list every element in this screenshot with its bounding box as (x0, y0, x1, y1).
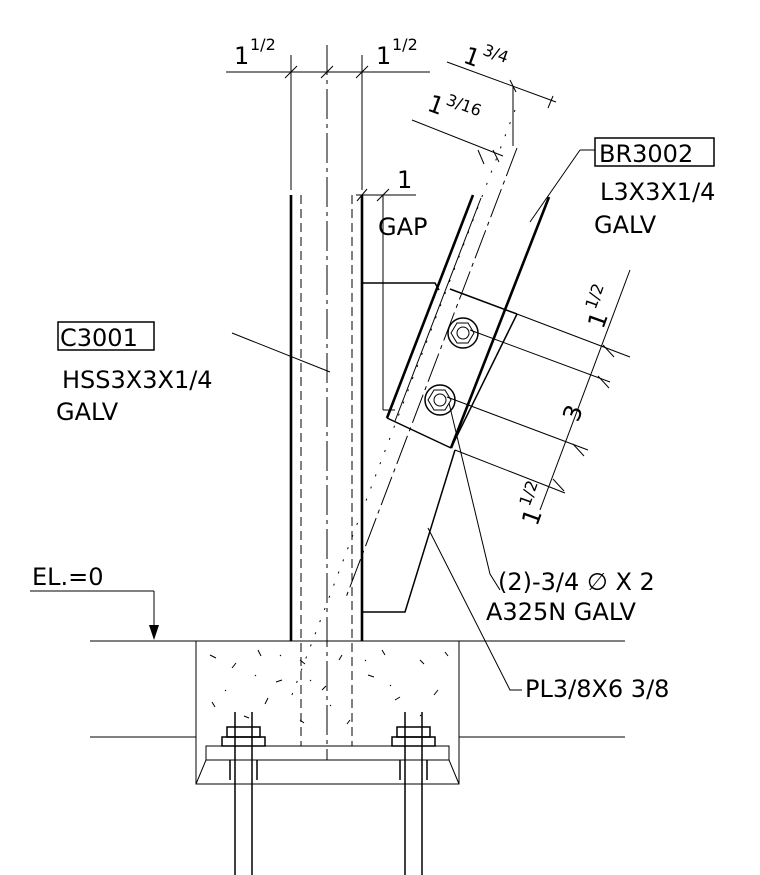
column-finish: GALV (56, 398, 119, 426)
width-right-whole: 1 (376, 42, 391, 70)
dim-gage: 1 3/16 (411, 89, 504, 165)
footing-chamfer-right (448, 759, 460, 785)
angle-toe (449, 196, 551, 449)
brace-callout: BR3002 L3X3X1/4 GALV (529, 137, 715, 239)
gap-value: 1 (397, 166, 412, 194)
angle-leg-inner (394, 197, 482, 422)
angle-end-cut (450, 313, 518, 449)
dim-width-right: 1 1/2 (376, 35, 418, 70)
brace-gage-line (344, 147, 518, 601)
dim-top-widths (226, 65, 430, 79)
anchor-rod-left (221, 712, 266, 875)
elevation-marker: EL.=0 (30, 563, 159, 640)
dim-gap: 1 GAP (356, 166, 428, 241)
brace-finish: GALV (594, 211, 657, 239)
column-callout: C3001 HSS3X3X1/4 GALV (56, 321, 331, 426)
angle-leg-fraction: 3/4 (480, 40, 511, 67)
plate-leader (427, 527, 522, 691)
dim-angle-leg: 1 3/4 (446, 40, 557, 146)
plate-callout: PL3/8X6 3/8 (427, 527, 669, 703)
bolt-spec: (2)-3/4 ∅ X 2 (498, 568, 655, 596)
anchor-rod-right (391, 712, 436, 875)
width-left-fraction: 1/2 (250, 35, 276, 54)
column-tag: C3001 (60, 324, 138, 352)
concrete-hatch (209, 649, 449, 725)
column-size: HSS3X3X1/4 (62, 366, 213, 394)
bolt-grade: A325N GALV (486, 598, 637, 626)
brace-work-line (289, 109, 516, 701)
edge-top-fraction: 1/2 (581, 281, 608, 312)
brace-tag: BR3002 (599, 140, 693, 168)
bolt-spacing-value: 3 (557, 401, 589, 425)
bolt-upper (447, 317, 479, 349)
bolt-callout: (2)-3/4 ∅ X 2 A325N GALV (448, 402, 655, 626)
angle-end-top (449, 288, 518, 315)
dim-width-left: 1 1/2 (234, 35, 276, 70)
gage-fraction: 3/16 (444, 90, 484, 120)
width-left-whole: 1 (234, 42, 249, 70)
plate-label: PL3/8X6 3/8 (525, 675, 669, 703)
brace-size: L3X3X1/4 (600, 178, 715, 206)
column-leader (231, 332, 331, 373)
gusset-plate (361, 282, 456, 613)
brace-leader (529, 149, 581, 223)
ground-and-foundation (90, 640, 625, 875)
gusset-bottom (362, 449, 456, 613)
width-right-fraction: 1/2 (392, 35, 418, 54)
bolt-leader (448, 402, 501, 591)
footing-chamfer-left (195, 759, 207, 785)
column-hss (289, 45, 364, 760)
gap-label: GAP (378, 213, 428, 241)
elevation-label: EL.=0 (32, 563, 104, 591)
gusset-outline (362, 282, 440, 291)
angle-end (386, 417, 452, 449)
angle-heel (385, 194, 475, 419)
brace-angle (289, 109, 551, 701)
